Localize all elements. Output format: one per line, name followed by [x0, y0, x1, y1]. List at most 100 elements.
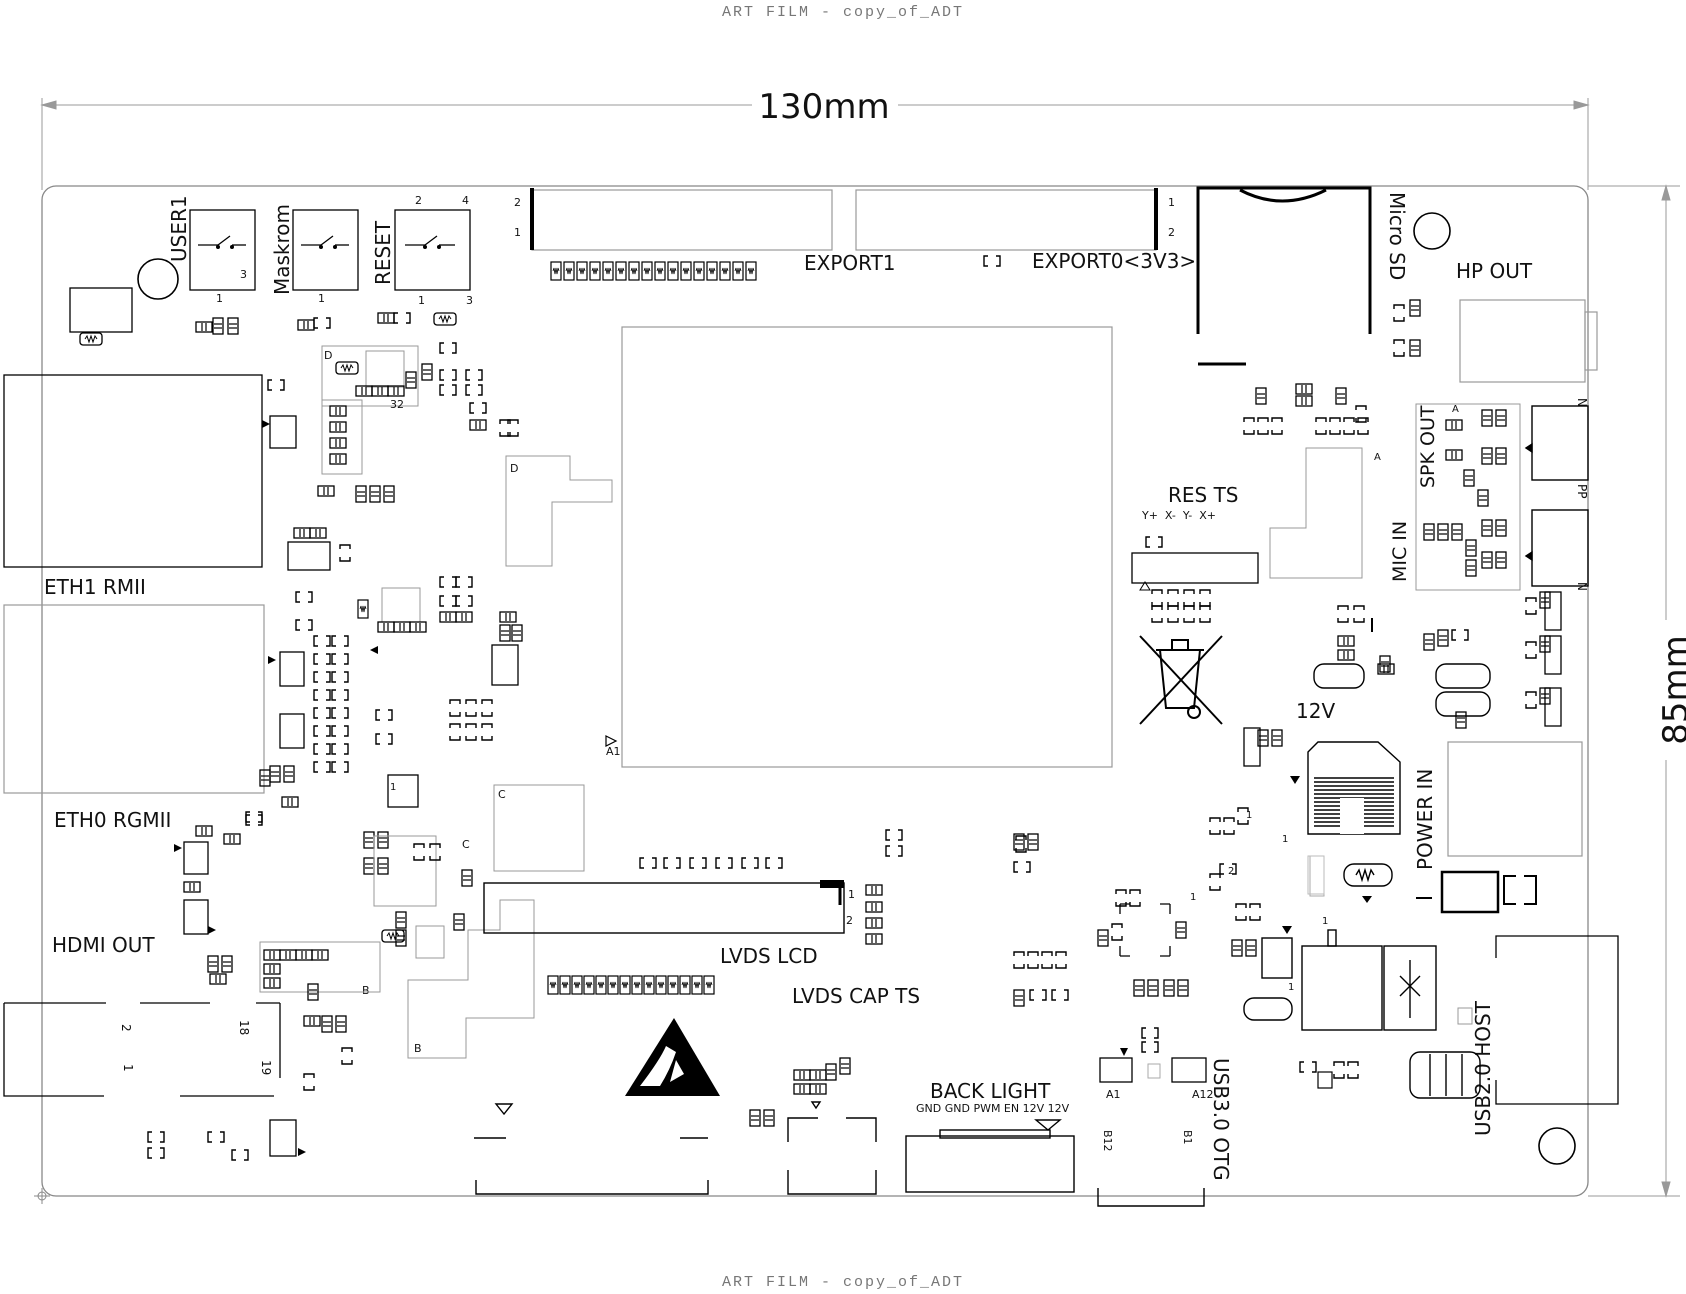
export0-header: [855, 188, 1158, 251]
hdmi-connector: [3, 1002, 281, 1097]
export1-header: [530, 188, 833, 251]
maskrom-label: Maskrom: [270, 204, 294, 295]
eth1-pin-marker: [262, 420, 270, 428]
hdmi-esd-ic-2: [183, 899, 209, 935]
hdmi-cap-bank-outline: [259, 941, 381, 993]
usb-pd-pin2: 2: [1228, 866, 1234, 877]
soc-pin1-marker: [605, 735, 618, 747]
hdmi-level-shifter: [269, 1119, 297, 1157]
mic-in-label: MIC IN: [1389, 521, 1411, 582]
reset-pin1: 1: [418, 294, 425, 307]
soc-left-marker-d: D: [510, 462, 518, 475]
reset-button: [394, 209, 471, 291]
export1-pin2: 2: [514, 196, 521, 209]
hdmi-level-shifter-marker: [298, 1148, 306, 1156]
usb3-led-1-marker: [1120, 1048, 1128, 1056]
usb2-common-mode-choke: [1409, 1051, 1481, 1099]
soc-module-outline: [621, 326, 1113, 768]
reset-pin3: 3: [466, 294, 473, 307]
soc-right-outline-a: [1269, 447, 1363, 579]
reset-pin4: 4: [462, 194, 469, 207]
phy-pin1-d: D: [324, 349, 332, 362]
power-12v-inductor: [1435, 663, 1491, 717]
hdmi-pin1: 1: [121, 1064, 135, 1072]
usb2-small-part: [1457, 1007, 1473, 1025]
lvds-lower-marker-b: B: [414, 1042, 422, 1055]
hdmi-pin19: 19: [259, 1060, 273, 1075]
usb3-pin-a1: A1: [1106, 1088, 1121, 1101]
export0-label: EXPORT0<3V3>: [1032, 249, 1196, 273]
right-side-diode-3: [1544, 687, 1562, 727]
usb2-host-connector: [1495, 935, 1619, 1105]
user1-pin1: 1: [216, 292, 223, 305]
usb3-label: USB3.0 OTG: [1209, 1058, 1233, 1181]
width-dimension: [40, 98, 1590, 190]
usb3-pin-b12: B12: [1101, 1130, 1114, 1152]
eth0-transformer-1: [279, 651, 305, 687]
power-tvs-diode: [1307, 855, 1325, 895]
power-fuse: [1440, 870, 1500, 914]
hp-out-label: HP OUT: [1456, 259, 1533, 283]
power-zener: [1343, 863, 1393, 887]
height-dimension: [1588, 184, 1680, 1198]
hdmi-esd-ic-1: [183, 841, 209, 875]
backlight-pin-labels: GND GND PWM EN 12V 12V: [916, 1102, 1070, 1115]
hdmi-pin2: 2: [119, 1024, 133, 1032]
lvds-lcd-pin2: 2: [846, 914, 853, 927]
usb-pd-ic: [1119, 903, 1171, 957]
eth-phy-chip: [381, 587, 421, 623]
spk-out-connector: [1524, 405, 1589, 481]
lvds-cap-ts-connector: [787, 1101, 877, 1195]
export0-pin1: 1: [1168, 196, 1175, 209]
reset-label: RESET: [371, 220, 395, 285]
spk-n-label: N: [1575, 398, 1589, 407]
power-fuse-bracket: [1503, 875, 1537, 905]
audio-marker-a: A: [1452, 404, 1459, 415]
power-sense-part: [1309, 855, 1325, 897]
res-ts-lower-brackets: [1151, 589, 1211, 623]
phy-footprint-outline: [321, 345, 419, 407]
lvds-cap-ts-label: LVDS CAP TS: [792, 984, 920, 1008]
eth1-connector: [3, 374, 263, 568]
dc-jack-outline: [69, 287, 133, 333]
lvds-area-marker-c: C: [462, 838, 470, 851]
eth-crystal: [491, 644, 519, 686]
power-12v-label: 12V: [1296, 699, 1335, 723]
height-dimension-label: 85mm: [1656, 635, 1686, 745]
maskrom-pin1: 1: [318, 292, 325, 305]
phy-pin32: 32: [390, 398, 404, 411]
soc-pin-a1-label: A1: [606, 745, 621, 758]
phy-chip-outline: [365, 350, 405, 388]
board-outline: [41, 185, 1589, 1197]
eth0-transformer-2: [279, 713, 305, 749]
power-mosfet-marker: [1282, 926, 1292, 934]
power-regulator-pin5: 1: [1246, 810, 1252, 821]
usb3-pin-a12: A12: [1192, 1088, 1214, 1101]
usb3-led-2: [1171, 1057, 1207, 1083]
lvds-resistor-array: [547, 975, 715, 995]
soc-right-marker-a: A: [1374, 452, 1381, 463]
power-tantalum-cap: [1243, 727, 1261, 767]
right-side-diode-2: [1544, 635, 1562, 675]
power-zener-marker: [1362, 896, 1372, 903]
hdmi-label: HDMI OUT: [52, 933, 155, 957]
lvds-left-block: [493, 784, 585, 872]
left-regulator: [287, 541, 331, 571]
export1-label: EXPORT1: [804, 251, 896, 275]
export1-resistor-array: [550, 261, 757, 281]
eth-driver-ic: [387, 774, 419, 808]
audio-block-outline: [1415, 403, 1521, 591]
power-in-label: POWER IN: [1413, 769, 1437, 870]
power-dc-jack: [1447, 741, 1583, 857]
maskrom-button: [292, 209, 359, 291]
corner-crosshair: [34, 1188, 50, 1204]
hdmi-esd-marker-1: [174, 844, 182, 852]
usb3-small-part: [1147, 1063, 1161, 1079]
microsd-slot: [1196, 186, 1372, 366]
res-ts-pin-labels: Y+ X- Y- X+: [1141, 509, 1216, 522]
microsd-label: Micro SD: [1385, 192, 1409, 280]
user1-label: USER1: [167, 195, 191, 262]
eth0-connector: [3, 604, 265, 794]
eth0-pin-marker: [268, 656, 276, 664]
